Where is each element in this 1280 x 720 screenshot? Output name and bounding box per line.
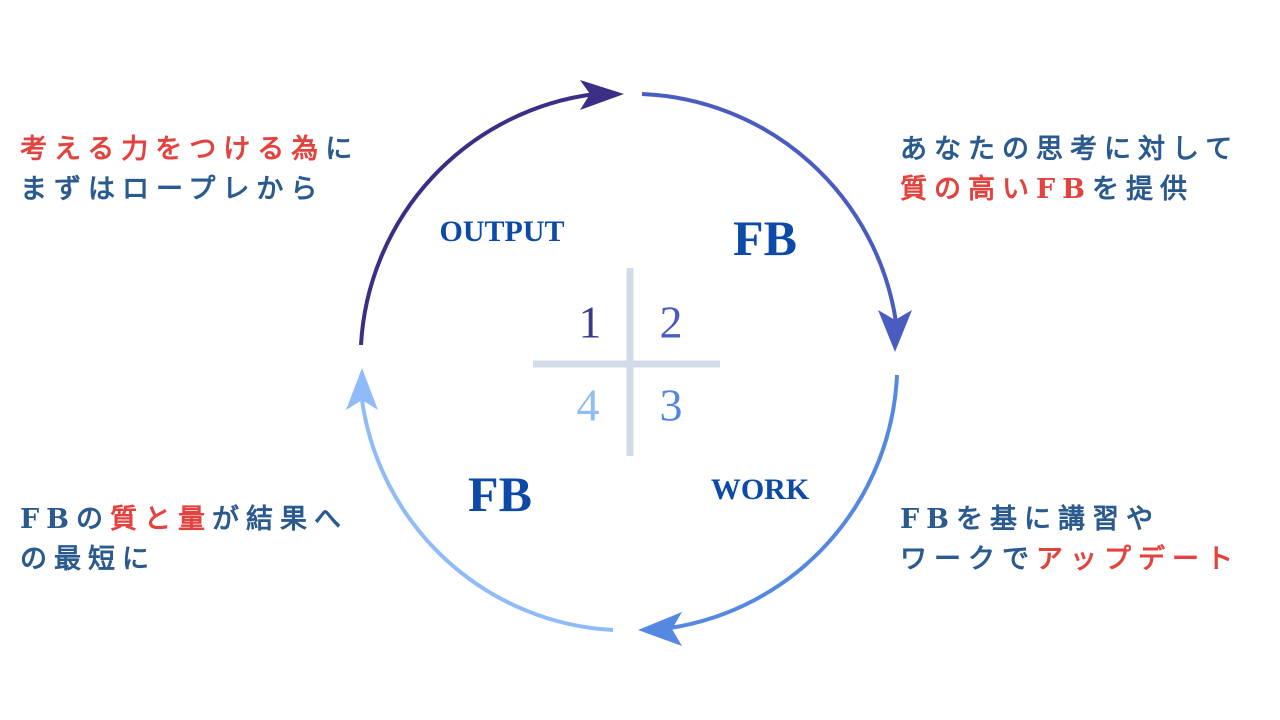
arrow-right-icon bbox=[580, 80, 624, 110]
note-top-right: あなたの思考に対して 質の高いFBを提供 bbox=[900, 130, 1239, 210]
arc-fb-to-output bbox=[360, 399, 614, 632]
quadrant-number-1: 1 bbox=[578, 296, 602, 348]
quadrant-number-2: 2 bbox=[659, 296, 683, 348]
note-text: に bbox=[325, 134, 360, 165]
note-text: ワークで bbox=[900, 544, 1036, 575]
note-text: FBを基に講習や bbox=[900, 504, 1160, 535]
note-top-left: 考える力をつける為に まずはロープレから bbox=[20, 130, 359, 210]
label-work: WORK bbox=[710, 473, 810, 506]
note-text: を提供 bbox=[1092, 174, 1194, 205]
arrow-left-icon bbox=[638, 612, 682, 646]
arrow-down-icon bbox=[878, 310, 912, 352]
note-text: まずはロープレから bbox=[20, 174, 325, 205]
note-text: 質の高いFB bbox=[900, 174, 1092, 205]
arc-output-to-fb bbox=[359, 92, 596, 346]
note-text: が結果へ bbox=[212, 504, 348, 535]
arc-fb-to-work bbox=[641, 92, 898, 323]
note-bottom-right: FBを基に講習や ワークでアップデート bbox=[900, 500, 1240, 580]
arc-work-to-fb bbox=[669, 374, 899, 630]
note-text: アップデート bbox=[1036, 544, 1240, 575]
note-text: の最短に bbox=[20, 544, 156, 575]
quadrant-number-4: 4 bbox=[576, 379, 600, 431]
quadrant-number-3: 3 bbox=[659, 379, 683, 431]
note-bottom-left: FBの質と量が結果へ の最短に bbox=[20, 500, 348, 580]
note-text: FBの bbox=[20, 504, 110, 535]
label-output: OUTPUT bbox=[439, 215, 565, 248]
note-text: 質と量 bbox=[110, 504, 212, 535]
note-text: あなたの思考に対して bbox=[900, 134, 1240, 165]
label-fb-top: FB bbox=[733, 210, 797, 266]
arrow-up-icon bbox=[346, 368, 378, 410]
label-fb-bottom: FB bbox=[468, 466, 532, 522]
note-text: 考える力をつける為 bbox=[20, 134, 326, 165]
